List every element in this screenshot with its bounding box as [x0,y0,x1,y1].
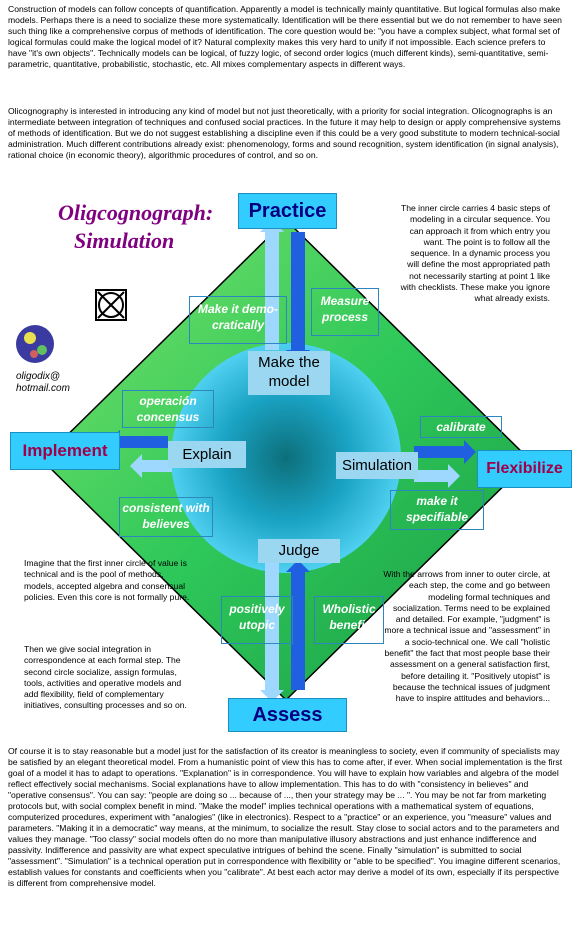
avatar [16,325,54,363]
inner-circle [171,343,401,573]
diagram-title-line2: Simulation [74,228,175,253]
label-consistent-believes: consistent with believes [119,497,213,537]
label-calibrate: calibrate [420,416,502,438]
corner-flexibilize: Flexibilize [477,450,572,488]
step-simulation: Simulation [336,452,418,479]
outro-paragraph: Of course it is to stay reasonable but a… [8,746,563,888]
step-judge: Judge [258,539,340,563]
intro-paragraph-1: Construction of models can follow concep… [8,4,562,69]
right-note-arrows: With the arrows from inner to outer circ… [383,569,550,704]
label-wholistic-benefit: Wholistic benefit [314,596,384,644]
label-operacion-concensus: operación concensus [122,390,214,428]
label-make-specifiable: make it specifiable [390,490,484,530]
label-make-democratic: Make it demo-cratically [189,296,287,344]
intro-paragraph-2: Olicognography is interested in introduc… [8,106,561,160]
corner-implement: Implement [10,432,120,470]
inner-circle-note: The inner circle carries 4 basic steps o… [400,203,550,304]
diagram-title-line1: Oligcognograph: [58,200,214,225]
compass-logo-icon [95,289,127,321]
corner-assess: Assess [228,698,347,732]
email-line1: oligodix@ [16,371,61,382]
step-make-model: Make the model [248,351,330,395]
corner-practice: Practice [238,193,337,229]
left-note-paragraph-1: Imagine that the first inner circle of v… [24,558,190,602]
step-explain: Explain [168,441,246,468]
left-note-paragraph-2: Then we give social integration in corre… [24,644,187,711]
label-measure-process: Measure process [311,288,379,336]
label-positively-utopic: positively utopic [221,596,293,644]
email-line2: hotmail.com [16,383,70,394]
